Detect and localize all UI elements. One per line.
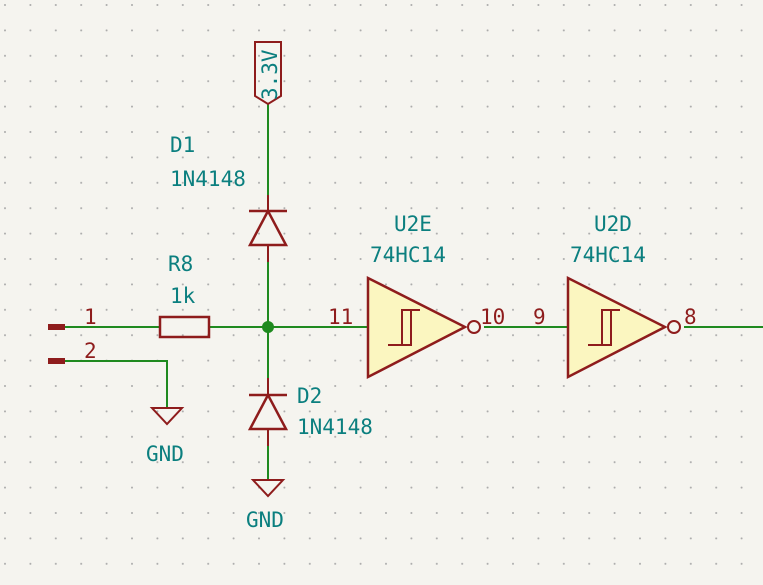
gate-u2d-pin-out: 8 <box>684 305 697 329</box>
diode-d1-value: 1N4148 <box>170 167 246 191</box>
power-3v3[interactable]: 3.3V <box>254 41 282 106</box>
gnd-left-triangle <box>149 407 185 426</box>
gate-u2e-ref: U2E <box>394 212 432 236</box>
gnd-center-label: GND <box>246 508 284 532</box>
wire-pin2-to-gnd <box>65 360 168 408</box>
diode-d1-ref: D1 <box>170 133 195 157</box>
resistor-r8-body <box>158 315 211 339</box>
gnd-symbol-center[interactable]: GND <box>246 479 286 532</box>
resistor-r8[interactable]: R8 1k <box>158 252 211 339</box>
diode-d2[interactable]: D2 1N4148 <box>247 378 373 446</box>
connector[interactable]: 1 2 <box>48 305 97 364</box>
gate-u2e[interactable]: U2E 74HC14 11 10 <box>328 212 505 380</box>
gate-u2d-body <box>566 275 668 380</box>
gate-u2d-inversion-bubble <box>667 320 681 334</box>
diode-d2-ref: D2 <box>297 384 322 408</box>
diode-d1[interactable]: D1 1N4148 <box>170 133 289 262</box>
connector-pin2-stub <box>48 358 65 364</box>
gate-u2e-schmitt-icon-return <box>395 310 412 346</box>
wires <box>65 104 763 480</box>
gate-u2d-schmitt-icon-return <box>595 310 612 346</box>
gate-u2e-value: 74HC14 <box>370 243 446 267</box>
power-3v3-label: 3.3V <box>258 49 282 100</box>
power-3v3-flag <box>254 41 282 106</box>
gate-u2d-pin-in: 9 <box>533 305 546 329</box>
gate-u2d[interactable]: U2D 74HC14 9 8 <box>533 212 697 380</box>
gate-u2e-pin-in: 11 <box>328 305 353 329</box>
diode-d2-value: 1N4148 <box>297 415 373 439</box>
connector-pin1-number: 1 <box>84 305 97 329</box>
gate-u2d-value: 74HC14 <box>570 243 646 267</box>
junction-dot[interactable] <box>262 321 274 333</box>
gate-u2e-pin-out: 10 <box>480 305 505 329</box>
gate-u2d-ref: U2D <box>594 212 632 236</box>
gnd-center-triangle <box>250 479 286 498</box>
gate-u2e-body <box>366 275 468 380</box>
gate-u2e-inversion-bubble <box>467 320 481 334</box>
resistor-r8-value: 1k <box>170 284 196 308</box>
gnd-left-label: GND <box>146 442 184 466</box>
gnd-symbol-left[interactable]: GND <box>146 407 185 466</box>
connector-pin2-number: 2 <box>84 339 97 363</box>
resistor-r8-ref: R8 <box>168 252 193 276</box>
connector-pin1-stub <box>48 324 65 330</box>
